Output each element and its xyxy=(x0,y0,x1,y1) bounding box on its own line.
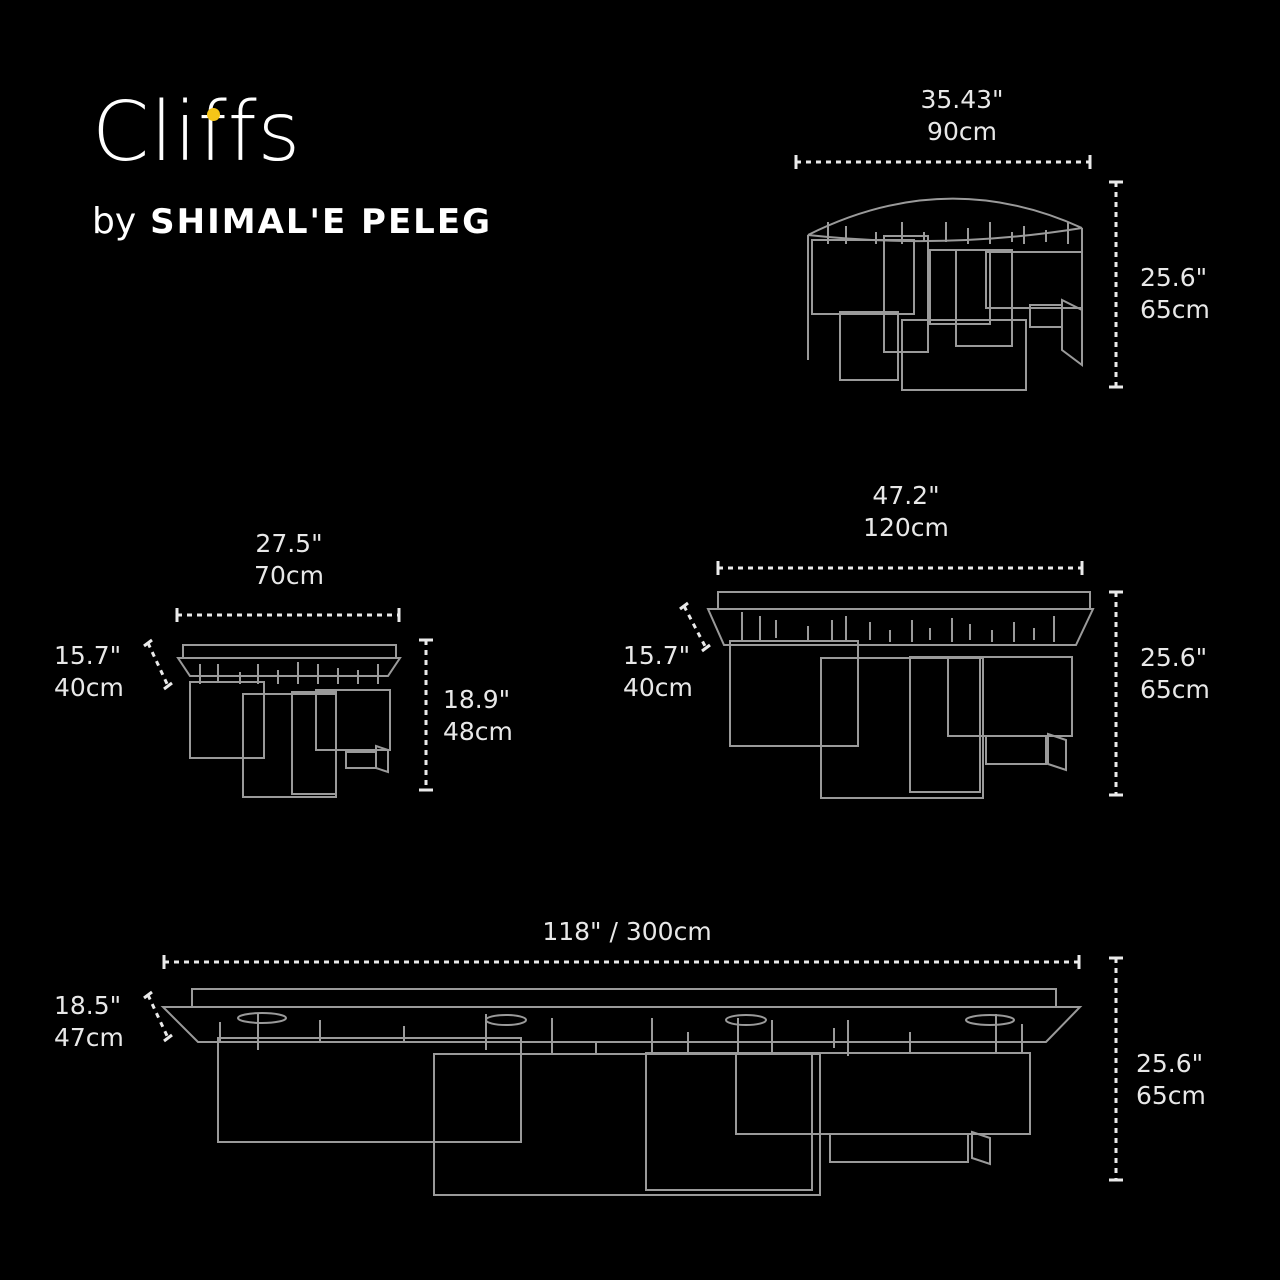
fixture-rect-300 xyxy=(143,955,1123,1196)
w120-height-cm: 65cm xyxy=(1140,675,1210,704)
round-height-cm: 65cm xyxy=(1140,295,1210,324)
w120-depth-cm: 40cm xyxy=(623,673,693,702)
w70-width-in: 27.5" xyxy=(255,529,323,558)
canopy xyxy=(717,591,1091,610)
dimline-depth-70 xyxy=(146,642,170,687)
glass-panel xyxy=(985,251,1083,309)
pendant-stems xyxy=(827,222,1069,244)
glass-panel xyxy=(735,1052,1031,1135)
w300-height-in: 25.6" xyxy=(1136,1049,1204,1078)
w120-width-in: 47.2" xyxy=(872,481,940,510)
w70-depth-in: 15.7" xyxy=(54,641,122,670)
label-round-width: 35.43" 90cm xyxy=(920,84,1003,148)
w70-height-in: 18.9" xyxy=(443,685,511,714)
canopy xyxy=(191,988,1057,1008)
fixture-rect-70 xyxy=(143,608,433,798)
label-70-depth: 15.7" 40cm xyxy=(54,640,124,704)
canopy xyxy=(182,644,397,659)
label-70-height: 18.9" 48cm xyxy=(443,684,513,748)
glass-panel xyxy=(811,239,915,315)
round-width-in: 35.43" xyxy=(920,85,1004,114)
label-300-depth: 18.5" 47cm xyxy=(54,990,124,1054)
label-120-depth: 15.7" 40cm xyxy=(623,640,693,704)
canopy-ring xyxy=(807,197,1083,236)
w120-width-cm: 120cm xyxy=(863,513,949,542)
w120-height-in: 25.6" xyxy=(1140,643,1208,672)
w300-height-cm: 65cm xyxy=(1136,1081,1206,1110)
glass-panel xyxy=(217,1037,522,1143)
w300-depth-in: 18.5" xyxy=(54,991,122,1020)
w120-depth-in: 15.7" xyxy=(623,641,691,670)
w70-width-cm: 70cm xyxy=(254,561,324,590)
glass-panel xyxy=(189,681,265,759)
dimline-depth-120 xyxy=(682,605,708,649)
round-width-cm: 90cm xyxy=(927,117,997,146)
w300-depth-cm: 47cm xyxy=(54,1023,124,1052)
label-120-height: 25.6" 65cm xyxy=(1140,642,1210,706)
round-height-in: 25.6" xyxy=(1140,263,1208,292)
glass-panel xyxy=(729,640,859,747)
label-300-height: 25.6" 65cm xyxy=(1136,1048,1206,1112)
glass-panel xyxy=(947,656,1073,737)
brand-designer: SHIMAL'E PELEG xyxy=(150,202,492,242)
glass-panel xyxy=(315,689,391,751)
label-round-height: 25.6" 65cm xyxy=(1140,262,1210,326)
brand-accent-dot xyxy=(207,108,220,121)
fixture-round-90 xyxy=(794,155,1123,391)
w300-width: 118" / 300cm xyxy=(542,917,712,946)
brand-by-word: by xyxy=(92,201,137,242)
label-70-width: 27.5" 70cm xyxy=(254,528,324,592)
w70-height-cm: 48cm xyxy=(443,717,513,746)
brand-byline: by SHIMAL'E PELEG xyxy=(92,204,492,240)
dimline-depth-300 xyxy=(146,994,170,1039)
brand-title: Cliffs xyxy=(92,85,302,180)
label-300-width: 118" / 300cm xyxy=(542,916,711,948)
label-120-width: 47.2" 120cm xyxy=(863,480,949,544)
w70-depth-cm: 40cm xyxy=(54,673,124,702)
fixture-rect-120 xyxy=(679,561,1123,799)
